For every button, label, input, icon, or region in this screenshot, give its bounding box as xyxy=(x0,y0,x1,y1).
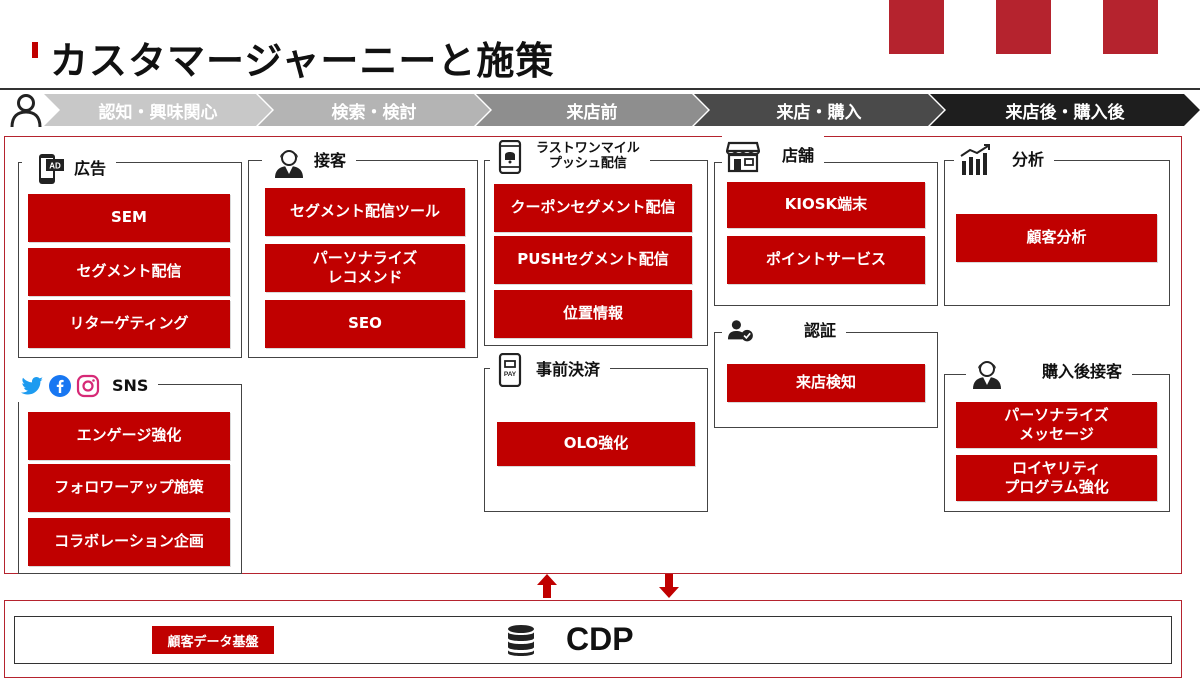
box-prepay-label: 事前決済 xyxy=(536,359,601,379)
box-ads-header: AD 広告 xyxy=(22,150,117,188)
measure-sem: SEM xyxy=(28,194,230,242)
cdp-label: CDP xyxy=(566,621,634,657)
measure-olo: OLO強化 xyxy=(497,422,695,466)
box-analysis-header: 分析 xyxy=(954,140,1055,180)
box-analysis-label: 分析 xyxy=(1012,149,1045,169)
journey-stages: 認知・興味関心 検索・検討 来店前 来店・購入 来店後・購入後 xyxy=(44,94,1200,126)
measure-visit-detection: 来店検知 xyxy=(727,364,925,402)
box-ads-label: 広告 xyxy=(74,158,107,178)
facebook-icon xyxy=(49,375,71,397)
decor-block-3 xyxy=(1103,0,1158,54)
box-service-label: 接客 xyxy=(314,150,347,170)
user-check-icon xyxy=(728,320,753,342)
measure-seo: SEO xyxy=(265,300,465,348)
decor-block-1 xyxy=(889,0,944,54)
instagram-icon xyxy=(76,374,100,398)
stage-awareness: 認知・興味関心 xyxy=(44,94,272,126)
svg-text:PAY: PAY xyxy=(504,371,517,378)
measure-kiosk: KIOSK端末 xyxy=(727,182,925,228)
stage-visit-purchase: 来店・購入 xyxy=(694,94,944,126)
box-after-service-label: 購入後接客 xyxy=(1042,361,1123,381)
box-lastmile-label: ラストワンマイル プッシュ配信 xyxy=(536,141,640,171)
staff-icon xyxy=(973,361,1001,389)
box-auth-label: 認証 xyxy=(804,320,837,340)
cdp-frame xyxy=(4,600,1182,678)
page-title: カスタマージャーニーと施策 xyxy=(50,39,555,83)
svg-text:AD: AD xyxy=(49,162,61,171)
measure-loyalty-program: ロイヤリティ プログラム強化 xyxy=(956,455,1157,501)
smartphone-ad-icon: AD xyxy=(39,154,64,184)
cdp-tag: 顧客データ基盤 xyxy=(152,626,274,654)
box-sns-label: SNS xyxy=(112,375,149,395)
measure-segment-delivery: セグメント配信 xyxy=(28,248,230,296)
title-accent xyxy=(32,42,38,58)
stage-post-purchase: 来店後・購入後 xyxy=(930,94,1200,126)
measure-customer-analysis: 顧客分析 xyxy=(956,214,1157,262)
stage-pre-visit: 来店前 xyxy=(476,94,708,126)
stage-label: 来店後・購入後 xyxy=(1005,102,1125,123)
measure-point-service: ポイントサービス xyxy=(727,236,925,284)
box-store-label: 店舗 xyxy=(782,145,815,165)
bar-chart-icon xyxy=(960,144,990,175)
box-prepay-header: PAY 事前決済 xyxy=(490,350,611,390)
arrow-down-icon xyxy=(659,574,679,598)
twitter-icon xyxy=(21,377,43,395)
measures-frame xyxy=(4,136,1182,574)
measure-segment-tool: セグメント配信ツール xyxy=(265,188,465,236)
arrow-up-icon xyxy=(537,574,557,598)
stage-label: 検索・検討 xyxy=(331,102,417,123)
phone-notification-icon xyxy=(498,140,522,174)
database-icon xyxy=(508,625,534,656)
measure-push-segment: PUSHセグメント配信 xyxy=(494,236,692,284)
customer-user-icon xyxy=(10,94,42,128)
box-after-service-header: 購入後接客 xyxy=(966,352,1133,392)
measure-collaboration: コラボレーション企画 xyxy=(28,518,230,566)
measure-engagement: エンゲージ強化 xyxy=(28,412,230,460)
stage-consideration: 検索・検討 xyxy=(258,94,490,126)
measure-coupon-segment: クーポンセグメント配信 xyxy=(494,184,692,232)
measure-retargeting: リターゲティング xyxy=(28,300,230,348)
box-store-header: 店舗 xyxy=(722,136,825,176)
box-auth-header: 認証 xyxy=(722,316,847,346)
staff-icon xyxy=(275,150,303,178)
box-service-header: 接客 xyxy=(262,142,357,180)
decor-block-2 xyxy=(996,0,1051,54)
measure-follower-up: フォロワーアップ施策 xyxy=(28,464,230,512)
measure-personalized-message: パーソナライズ メッセージ xyxy=(956,402,1157,448)
box-sns-header: SNS xyxy=(18,370,159,402)
measure-location: 位置情報 xyxy=(494,290,692,338)
stage-label: 認知・興味関心 xyxy=(98,102,218,123)
store-icon xyxy=(726,141,760,173)
title-divider xyxy=(0,88,1200,90)
stage-label: 来店・購入 xyxy=(776,102,862,123)
box-lastmile-header: ラストワンマイル プッシュ配信 xyxy=(490,137,650,177)
stage-label: 来店前 xyxy=(566,102,618,123)
measure-personalize-recommend: パーソナライズ レコメンド xyxy=(265,244,465,292)
phone-pay-icon: PAY xyxy=(498,353,522,387)
